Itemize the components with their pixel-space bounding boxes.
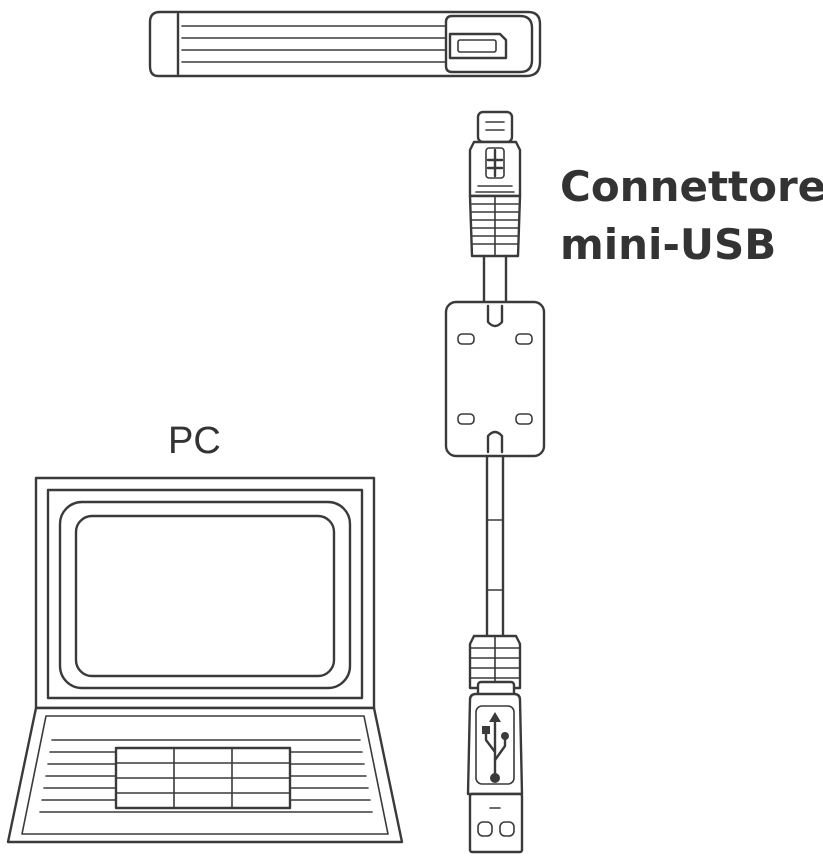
mini-usb-plug (468, 110, 522, 258)
connector-label: Connettore mini-USB (560, 158, 823, 274)
usb-cable (482, 254, 508, 638)
usb-a-plug (466, 634, 524, 854)
keyboard (39, 739, 373, 813)
mini-usb-port-icon (448, 32, 508, 60)
laptop-pc (6, 476, 404, 844)
pc-label: PC (168, 420, 221, 462)
external-drive (148, 10, 542, 78)
ferrite-core (444, 300, 546, 458)
connector-label-line1: Connettore (560, 162, 823, 211)
usb-symbol-icon (485, 147, 505, 179)
usb-trident-icon (482, 712, 509, 783)
connector-label-line2: mini-USB (560, 220, 777, 269)
